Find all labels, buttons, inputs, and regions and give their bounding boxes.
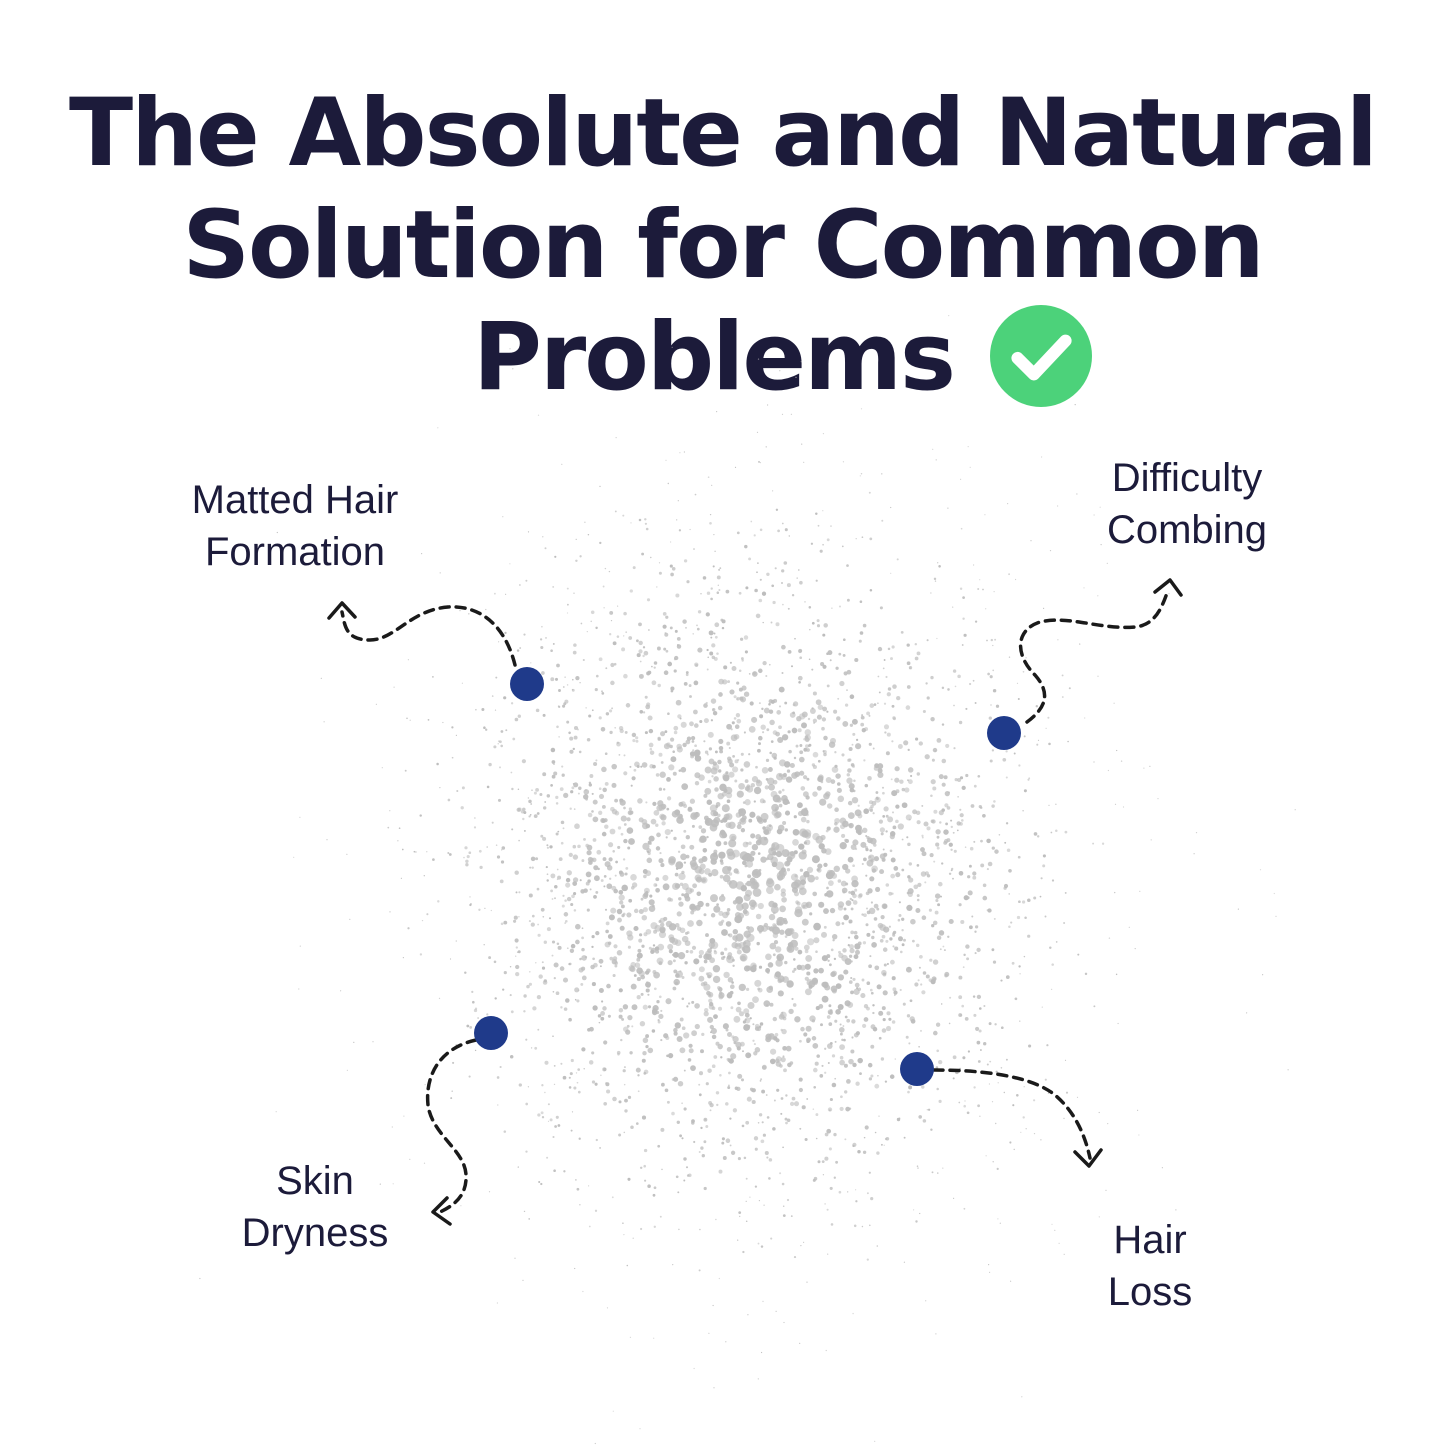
headline-line-2: Solution for Common [182, 191, 1264, 300]
callout-hair-loss: Hair Loss [1075, 1214, 1225, 1318]
marker-dot-icon [474, 1016, 508, 1050]
check-circle-icon [990, 305, 1092, 408]
dashed-arrow-icon [932, 1068, 1103, 1168]
callout-hairloss-line-2: Loss [1107, 1270, 1193, 1314]
dashed-arrow-icon [1018, 578, 1183, 724]
callout-matted-hair: Matted Hair Formation [175, 474, 415, 578]
marker-dot-icon [900, 1052, 934, 1086]
callout-difficulty-combing: Difficulty Combing [1082, 452, 1292, 556]
callout-hairloss-line-1: Hair [1113, 1218, 1187, 1262]
headline: The Absolute and Natural Solution for Co… [0, 78, 1445, 414]
callout-matted-line-1: Matted Hair [191, 478, 399, 522]
callout-combing-line-2: Combing [1106, 508, 1268, 552]
marker-dot-icon [510, 667, 544, 701]
callout-skin-line-2: Dryness [241, 1211, 389, 1255]
callout-matted-line-2: Formation [204, 530, 386, 574]
marker-dot-icon [987, 716, 1021, 750]
headline-line-1: The Absolute and Natural [69, 79, 1378, 188]
callout-skin-dryness: Skin Dryness [225, 1155, 405, 1259]
headline-line-3-text: Problems [473, 303, 956, 412]
dashed-arrow-icon [327, 601, 517, 667]
powder-cloud [199, 315, 1296, 1445]
callout-skin-line-1: Skin [276, 1159, 354, 1203]
dashed-arrow-icon [425, 1038, 478, 1226]
callout-combing-line-1: Difficulty [1111, 456, 1263, 500]
headline-line-3: Problems [0, 302, 1445, 414]
